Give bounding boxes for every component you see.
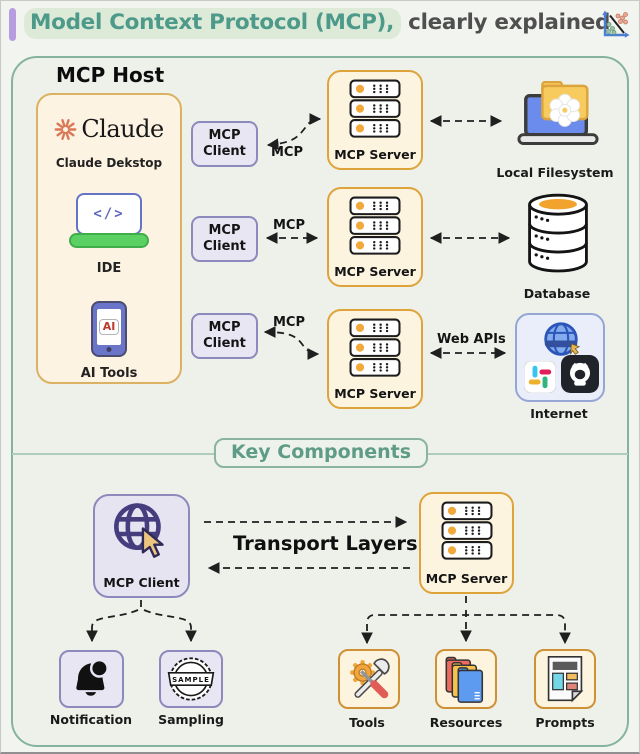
scatter-plot-icon xyxy=(602,10,630,38)
claude-desktop-label: Claude Dekstop xyxy=(55,156,163,170)
mcp-server-label: MCP Server xyxy=(334,264,416,279)
mcp-arrow-label-3: MCP xyxy=(273,315,306,330)
sample-badge-icon: SAMPLE xyxy=(167,657,215,701)
key-components-badge: Key Components xyxy=(213,438,429,468)
mcp-client-globe-icon xyxy=(113,503,164,558)
notification-bell-icon xyxy=(75,658,109,696)
sampling-box: SAMPLE xyxy=(159,650,223,708)
cursor-icon xyxy=(141,527,164,558)
ai-tools-label: AI Tools xyxy=(80,366,138,381)
globe-icon xyxy=(544,322,581,356)
mcp-server-label: MCP Server xyxy=(334,386,416,401)
kc-mcp-client-label: MCP Client xyxy=(103,575,180,590)
page-title-rest: clearly explained xyxy=(408,10,611,35)
ide-base xyxy=(69,233,149,248)
mcp-client-box-3: MCP Client xyxy=(191,313,258,359)
resources-folders-icon xyxy=(445,656,484,703)
notification-label: Notification xyxy=(49,712,133,727)
mcp-client-box-2: MCP Client xyxy=(191,216,258,262)
host-section-title: MCP Host xyxy=(56,63,165,87)
local-filesystem-label: Local Filesystem xyxy=(496,165,614,180)
page-title: Model Context Protocol (MCP), clearly ex… xyxy=(24,8,611,39)
tools-box xyxy=(338,649,400,709)
ide-code-glyph: </> xyxy=(76,193,142,235)
mcp-arrow-label-1: MCP xyxy=(271,145,304,160)
internet-label: Internet xyxy=(530,406,588,421)
mcp-server-label: MCP Server xyxy=(334,147,416,162)
resources-label: Resources xyxy=(429,715,503,730)
web-apis-label: Web APIs xyxy=(437,332,506,347)
ide-label: IDE xyxy=(96,261,122,276)
mcp-client-box-1: MCP Client xyxy=(191,121,258,167)
server-stack-icon xyxy=(349,79,401,138)
database-icon xyxy=(528,193,588,273)
sampling-label: Sampling xyxy=(158,712,224,727)
server-stack-icon xyxy=(349,196,401,255)
mcp-server-box-2: MCP Server xyxy=(327,187,423,287)
transport-layers-label: Transport Layers xyxy=(233,532,418,555)
server-stack-icon xyxy=(349,318,401,377)
mcp-server-box-1: MCP Server xyxy=(327,70,423,170)
resources-box xyxy=(435,649,497,709)
tools-icon xyxy=(350,658,390,699)
accent-bar xyxy=(9,8,16,41)
page-title-highlight: Model Context Protocol (MCP), xyxy=(24,8,401,39)
phone-screen: AI xyxy=(97,309,121,345)
sample-badge-text: SAMPLE xyxy=(172,675,210,684)
mcp-arrow-label-2: MCP xyxy=(273,218,306,233)
slack-icon xyxy=(524,361,556,393)
tools-label: Tools xyxy=(349,715,385,730)
claude-starburst-icon xyxy=(54,118,77,140)
ide-icon: </> xyxy=(69,193,149,248)
kc-mcp-server-box: MCP Server xyxy=(419,492,514,594)
kc-mcp-server-label: MCP Server xyxy=(425,571,508,586)
host-apps-panel: Claude Claude Dekstop </> IDE AI AI Tool… xyxy=(36,93,182,384)
mcp-server-box-3: MCP Server xyxy=(327,309,423,409)
claude-wordmark: Claude xyxy=(81,115,164,143)
database-label: Database xyxy=(523,286,591,301)
prompts-document-icon xyxy=(547,656,584,703)
internet-box xyxy=(515,313,605,402)
phone-home-dot xyxy=(106,347,112,352)
claude-logo: Claude xyxy=(38,115,180,143)
prompts-label: Prompts xyxy=(535,715,595,730)
kc-mcp-client-box: MCP Client xyxy=(93,494,190,598)
github-icon xyxy=(561,355,599,393)
local-filesystem-icon xyxy=(517,81,599,145)
ai-tools-phone-icon: AI xyxy=(91,301,127,357)
server-stack-icon xyxy=(441,501,492,560)
notification-box xyxy=(59,650,124,708)
prompts-box xyxy=(534,649,596,709)
ai-badge: AI xyxy=(98,319,120,335)
